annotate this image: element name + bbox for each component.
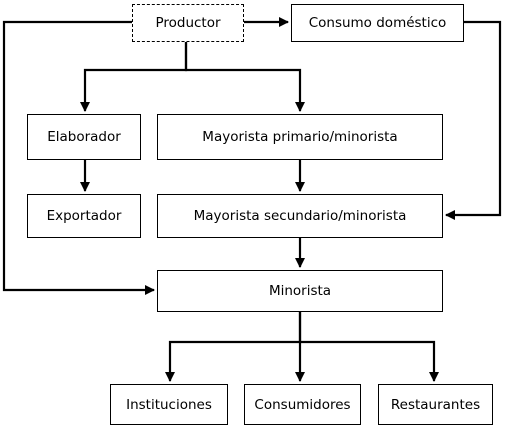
node-productor: Productor xyxy=(132,4,244,42)
arrow-productor-to-mayorista_primario xyxy=(184,42,305,112)
arrow-consumo-to-mayorista_secundario xyxy=(445,20,502,220)
node-consumo-domestico-label: Consumo doméstico xyxy=(308,15,447,31)
arrow-minorista-to-instituciones xyxy=(165,312,302,382)
node-elaborador-label: Elaborador xyxy=(47,129,121,145)
node-mayorista-primario-label: Mayorista primario/minorista xyxy=(202,129,398,145)
arrow-productor-to-elaborador xyxy=(80,42,188,112)
arrow-productor-to-minorista xyxy=(2,20,155,295)
node-restaurantes: Restaurantes xyxy=(378,384,493,425)
node-consumidores-label: Consumidores xyxy=(254,396,351,413)
node-instituciones: Instituciones xyxy=(110,384,228,425)
node-minorista: Minorista xyxy=(157,270,443,312)
node-restaurantes-label: Restaurantes xyxy=(390,396,481,413)
node-consumidores: Consumidores xyxy=(244,384,361,425)
node-consumo-domestico: Consumo doméstico xyxy=(291,4,464,42)
node-minorista-label: Minorista xyxy=(268,283,332,299)
node-instituciones-label: Instituciones xyxy=(126,396,212,413)
node-mayorista-primario: Mayorista primario/minorista xyxy=(157,114,443,160)
node-elaborador: Elaborador xyxy=(27,114,141,160)
node-exportador: Exportador xyxy=(27,194,141,238)
arrow-minorista-to-restaurantes xyxy=(300,340,439,382)
node-mayorista-secundario-label: Mayorista secundario/minorista xyxy=(193,208,407,224)
node-mayorista-secundario: Mayorista secundario/minorista xyxy=(157,194,443,238)
node-productor-label: Productor xyxy=(155,15,221,31)
node-exportador-label: Exportador xyxy=(46,208,122,224)
